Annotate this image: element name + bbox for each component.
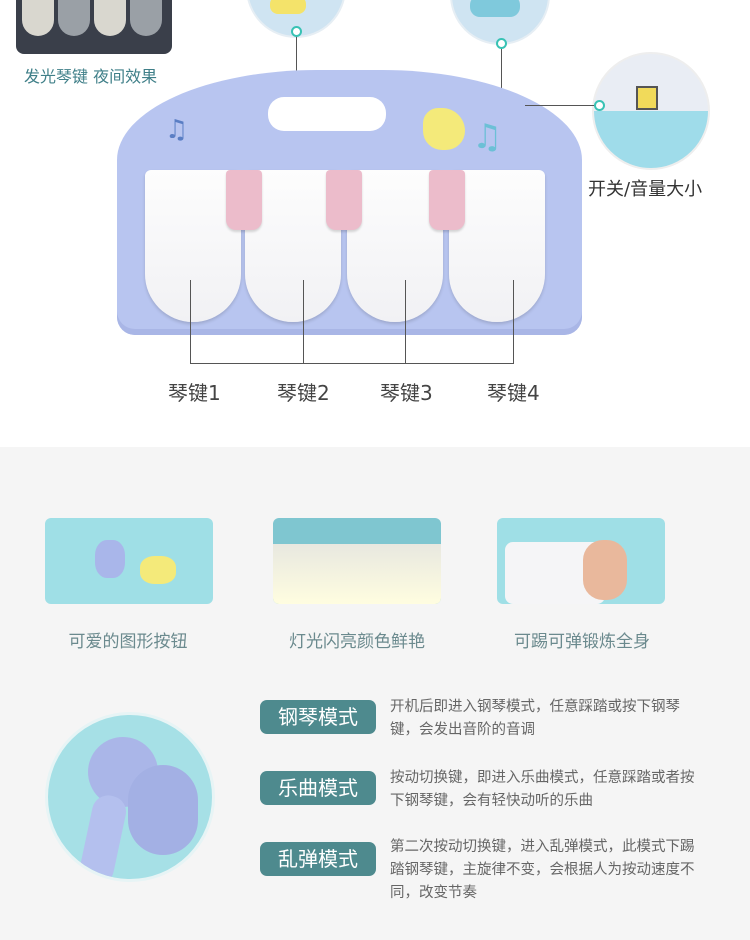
feature-label: 可爱的图形按钮 (68, 632, 188, 652)
switch-closeup (592, 52, 710, 170)
callout-dot (496, 38, 507, 49)
mode-description: 第二次按动切换键，进入乱弹模式，此模式下踢踏钢琴键，主旋律不变，会根据人为按动速… (390, 839, 695, 901)
music-note-button[interactable]: ♫ (472, 117, 503, 157)
mode-description: 按动切换键，即进入乐曲模式，任意踩踏或者按下钢琴键，会有轻快动听的乐曲 (390, 770, 695, 809)
callout-dot (594, 100, 605, 111)
callout-line (190, 363, 514, 364)
mode-badge-song: 乐曲模式 (260, 771, 376, 805)
music-wave-icon: ♫ (165, 115, 189, 145)
switch-button-closeup (45, 712, 215, 882)
feature-image-kick (497, 518, 665, 604)
piano-handle (268, 97, 386, 131)
key-label-1: 琴键1 (168, 381, 221, 405)
callout-dot (291, 26, 302, 37)
key-label-2: 琴键2 (277, 381, 330, 405)
pink-key[interactable] (226, 170, 262, 230)
callout-line (513, 280, 514, 363)
pink-key[interactable] (326, 170, 362, 230)
mode-description: 开机后即进入钢琴模式，任意踩踏或按下钢琴键，会发出音阶的音调 (390, 699, 680, 738)
key-label-4: 琴键4 (487, 381, 540, 405)
feature-label: 可踢可弹锻炼全身 (514, 632, 650, 652)
feature-image-buttons (45, 518, 213, 604)
piano-key-3[interactable] (347, 170, 443, 322)
key-label-3: 琴键3 (380, 381, 433, 405)
callout-line (190, 280, 191, 363)
yellow-butterfly-button[interactable] (423, 108, 465, 150)
product-diagram-section: 发光琴键 夜间效果 ♫ ♫ 琴键1 琴键2 琴键3 琴键4 开关/音量大小 (0, 0, 750, 447)
feature-image-lights (273, 518, 441, 604)
feature-label: 灯光闪亮颜色鲜艳 (289, 632, 425, 652)
callout-line (303, 280, 304, 363)
piano-key-4[interactable] (449, 170, 545, 322)
switch-caption: 开关/音量大小 (588, 179, 703, 200)
pink-key[interactable] (429, 170, 465, 230)
piano-key-1[interactable] (145, 170, 241, 322)
mode-badge-piano: 钢琴模式 (260, 700, 376, 734)
night-effect-caption: 发光琴键 夜间效果 (24, 67, 158, 86)
mode-badge-random: 乱弹模式 (260, 842, 376, 876)
callout-line (525, 105, 595, 106)
callout-line (405, 280, 406, 363)
night-effect-image (16, 0, 172, 54)
